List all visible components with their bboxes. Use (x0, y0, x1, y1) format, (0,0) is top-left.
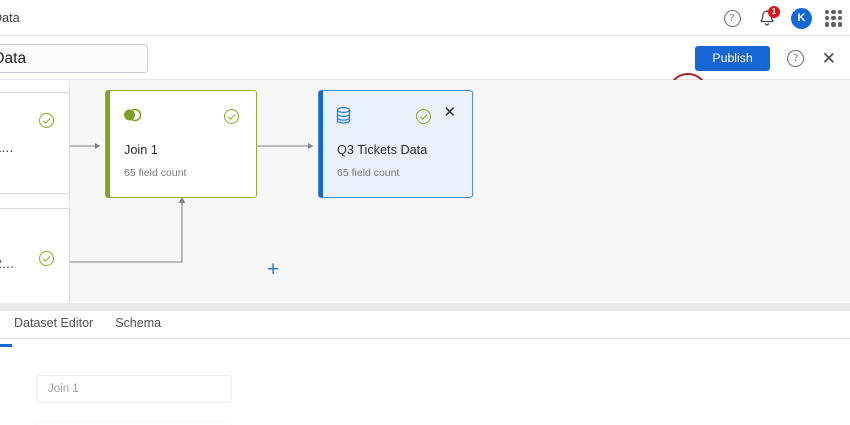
close-icon[interactable]: ✕ (821, 48, 836, 68)
active-tab-indicator (0, 344, 12, 347)
tab-schema[interactable]: Schema (115, 315, 162, 330)
panel-divider (0, 303, 850, 311)
check-circle-icon (224, 109, 239, 124)
bell-icon: 1 (758, 5, 780, 28)
dataset-header-bar: 11 Publish ? ✕ (0, 36, 850, 115)
connector-wires (70, 143, 313, 263)
flow-node-title: ng: Q3 2… (0, 257, 15, 271)
app-title: Data (0, 10, 20, 25)
flow-node-field-count: 65 field count (124, 167, 187, 179)
flow-canvas[interactable]: omer Sa… ng: Q3 2… Join 1 65 field count (0, 80, 850, 303)
avatar[interactable]: K (791, 7, 812, 29)
flow-node-q3-tickets-data[interactable]: ✕ Q3 Tickets Data 65 field count (318, 90, 473, 198)
flow-node-staffing[interactable]: ng: Q3 2… (0, 208, 70, 303)
remove-node-icon[interactable]: ✕ (443, 104, 456, 121)
flow-node-title: Q3 Tickets Data (337, 143, 428, 157)
panel-tabs: Dataset Editor Schema (0, 311, 850, 339)
grid-apps-icon[interactable] (825, 9, 842, 27)
dataset-field-join-1[interactable]: Join 1 (36, 375, 232, 403)
notification-badge: 1 (768, 5, 780, 18)
database-icon (336, 106, 351, 129)
notifications-button[interactable]: 1 (756, 5, 780, 29)
help-icon[interactable]: ? (721, 7, 743, 29)
dataset-header-actions: Publish ? ✕ (695, 36, 836, 80)
flow-node-join-1[interactable]: Join 1 65 field count (105, 90, 257, 198)
flow-node-title: omer Sa… (0, 141, 14, 155)
flow-node-customer-sales[interactable]: omer Sa… (0, 92, 70, 194)
dataset-name-input[interactable] (0, 44, 148, 73)
global-top-bar: Data ? 1 K (0, 0, 850, 36)
flow-node-field-count: 65 field count (337, 167, 400, 179)
flow-node-title: Join 1 (124, 143, 158, 157)
check-circle-icon (39, 113, 54, 128)
dataset-field-q3-tickets-data[interactable]: Q3 Tickets Data (36, 421, 232, 425)
publish-button[interactable]: Publish (695, 45, 770, 71)
tab-dataset-editor[interactable]: Dataset Editor (14, 315, 94, 330)
join-venn-icon (123, 108, 142, 127)
check-circle-icon (416, 109, 431, 124)
bottom-panel: Dataset Editor Schema Join 1 Q3 Tickets … (0, 311, 850, 425)
check-circle-icon (39, 251, 54, 266)
help-icon-secondary[interactable]: ? (785, 47, 807, 69)
panel-content: Join 1 Q3 Tickets Data (0, 345, 850, 425)
add-node-button[interactable]: + (267, 258, 280, 281)
top-bar-actions: ? 1 K (721, 0, 842, 36)
